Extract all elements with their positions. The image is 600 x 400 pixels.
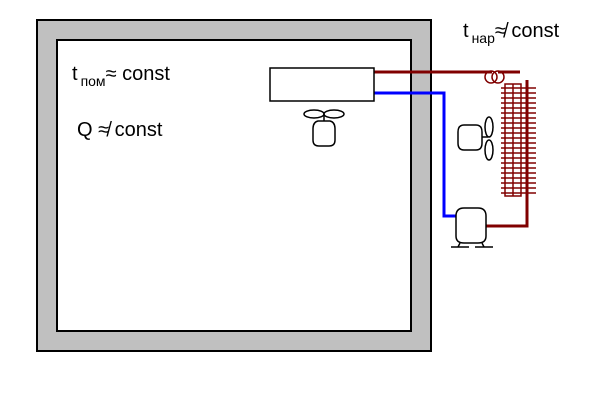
outdoor-temperature-main: t	[463, 20, 469, 42]
compressor-icon	[451, 207, 493, 248]
outdoor-temperature-subscript: нар	[472, 30, 496, 46]
outdoor-temperature-rest: ≉ const	[495, 20, 560, 42]
room-temperature-rest: ≈ const	[106, 63, 171, 85]
expansion-coil-icon	[484, 70, 505, 84]
room-temperature-subscript: пом	[81, 73, 106, 89]
condenser-coil-icon	[501, 83, 536, 197]
outdoor-fan-icon	[457, 116, 494, 161]
room-temperature-main: t	[72, 63, 78, 85]
indoor-fan-icon	[303, 109, 345, 147]
indoor-unit-icon	[269, 67, 375, 102]
cold-line	[373, 91, 458, 218]
heat-load-label: Q ≉ const	[77, 119, 163, 141]
